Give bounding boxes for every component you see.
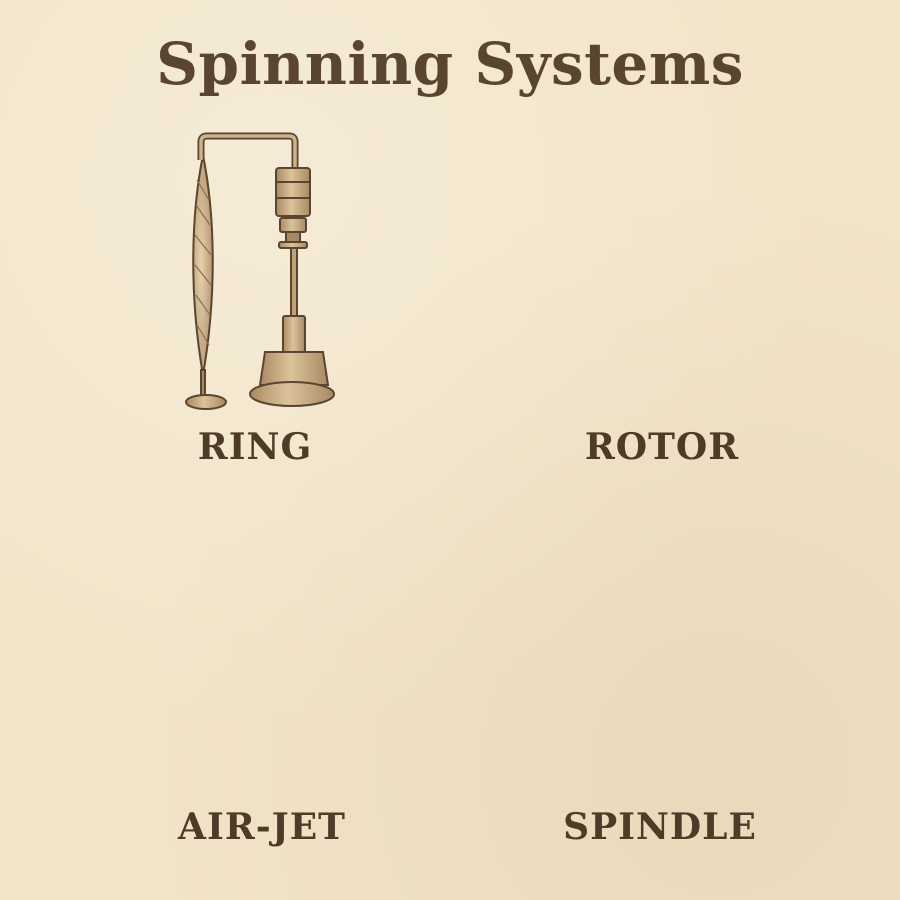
panel-label-ring: RING: [197, 426, 313, 468]
panel-label-spindle: SPINDLE: [563, 806, 757, 848]
panel-label-air-jet: AIR-JET: [178, 806, 346, 848]
panel-label-rotor: ROTOR: [584, 426, 740, 468]
page-title: Spinning Systems: [156, 30, 744, 98]
ring-spinning-frame-icon: [185, 132, 335, 410]
